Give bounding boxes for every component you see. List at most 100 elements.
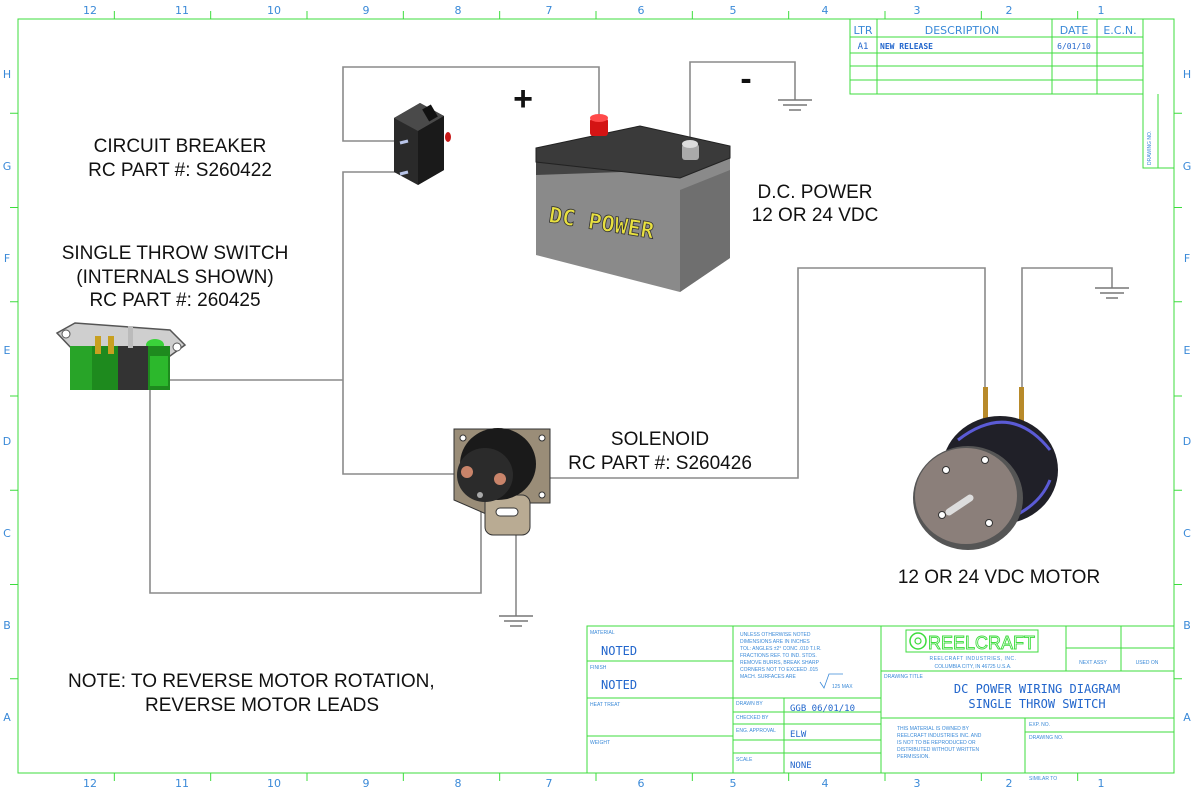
solenoid-image — [453, 428, 551, 536]
tolerance-line: UNLESS OTHERWISE NOTED — [740, 632, 811, 638]
finish-value: NOTED — [601, 678, 637, 692]
row-label: A — [3, 711, 11, 724]
col-label: 3 — [914, 777, 921, 790]
ownership-line: DISTRIBUTED WITHOUT WRITTEN — [897, 747, 980, 753]
col-label: 5 — [730, 4, 737, 17]
minus-sign: - — [740, 60, 751, 98]
motor-label: 12 OR 24 VDC MOTOR — [898, 567, 1100, 588]
col-label: 10 — [267, 4, 281, 17]
finish-mark: 125 MAX — [832, 684, 853, 690]
rev-date: 6/01/10 — [1057, 42, 1091, 51]
material-value: NOTED — [601, 644, 637, 658]
motor-image — [913, 387, 1058, 550]
col-label: 11 — [175, 4, 189, 17]
col-label: 7 — [546, 4, 553, 17]
tolerance-line: CORNERS NOT TO EXCEED .015 — [740, 667, 818, 673]
breaker-title: CIRCUIT BREAKER — [94, 136, 267, 157]
ownership-line: THIS MATERIAL IS OWNED BY — [897, 726, 970, 732]
column-labels-top: 12 11 10 9 8 7 6 5 4 3 2 1 — [83, 4, 1105, 17]
power-title: D.C. POWER — [757, 182, 872, 203]
solenoid-part-number: RC PART #: S260426 — [568, 453, 752, 474]
col-label: 1 — [1098, 4, 1105, 17]
row-label: B — [3, 619, 11, 632]
col-label: 8 — [455, 777, 462, 790]
drawing-title-line-2: SINGLE THROW SWITCH — [968, 697, 1105, 711]
column-labels-bottom: 12 11 10 9 8 7 6 5 4 3 2 1 — [83, 777, 1105, 790]
drawing-no-label: DRAWING NO. — [1029, 735, 1063, 741]
ownership-line: IS NOT TO BE REPRODUCED OR — [897, 740, 976, 746]
surface-finish-icon — [819, 673, 843, 689]
row-label: F — [1184, 252, 1190, 265]
rev-header: LTR — [854, 24, 873, 37]
switch-subtitle: (INTERNALS SHOWN) — [76, 267, 273, 288]
row-label: A — [1183, 711, 1191, 724]
checked-by-label: CHECKED BY — [736, 715, 769, 721]
row-label: H — [1183, 68, 1191, 81]
weight-label: WEIGHT — [590, 740, 610, 746]
rev-header: E.C.N. — [1103, 24, 1136, 37]
row-label: C — [1183, 527, 1191, 540]
note-line-1: NOTE: TO REVERSE MOTOR ROTATION, — [68, 671, 435, 692]
ground-symbol — [499, 615, 533, 627]
scale-label: SCALE — [736, 757, 753, 763]
col-label: 6 — [638, 4, 645, 17]
col-label: 4 — [822, 777, 829, 790]
finish-label: FINISH — [590, 665, 607, 671]
ground-symbol — [1095, 287, 1129, 299]
switch-title: SINGLE THROW SWITCH — [62, 243, 289, 264]
scale-value: NONE — [790, 761, 812, 771]
col-label: 12 — [83, 4, 97, 17]
col-label: 11 — [175, 777, 189, 790]
tolerance-line: DIMENSIONS ARE IN INCHES — [740, 639, 810, 645]
row-label: E — [1184, 344, 1191, 357]
tolerance-line: REMOVE BURRS, BREAK SHARP — [740, 660, 820, 666]
switch-part-number: RC PART #: 260425 — [89, 290, 260, 311]
row-label: G — [1183, 160, 1192, 173]
used-on-label: USED ON — [1136, 660, 1159, 666]
col-label: 1 — [1098, 777, 1105, 790]
logo-text: REELCRAFT — [928, 633, 1035, 653]
row-label: G — [3, 160, 12, 173]
row-label: C — [3, 527, 11, 540]
rev-description: NEW RELEASE — [880, 42, 933, 51]
col-label: 3 — [914, 4, 921, 17]
row-labels-right: H G F E D C B A — [1183, 68, 1192, 724]
circuit-breaker-image — [394, 103, 451, 185]
heat-treat-label: HEAT TREAT — [590, 702, 620, 708]
row-label: E — [4, 344, 11, 357]
row-label: B — [1183, 619, 1191, 632]
company-city: COLUMBIA CITY, IN 46725 U.S.A. — [935, 664, 1012, 670]
breaker-part-number: RC PART #: S260422 — [88, 160, 272, 181]
col-label: 12 — [83, 777, 97, 790]
rev-header: DATE — [1060, 24, 1089, 37]
drawing-no-side-label: DRAWING NO. — [1147, 131, 1153, 165]
row-labels-left: H G F E D C B A — [3, 68, 12, 724]
col-label: 2 — [1006, 777, 1013, 790]
ownership-line: REELCRAFT INDUSTRIES INC. AND — [897, 733, 982, 739]
tolerance-line: MACH. SURFACES ARE — [740, 674, 797, 680]
drawing-title-label: DRAWING TITLE — [884, 674, 924, 680]
material-label: MATERIAL — [590, 630, 615, 636]
drawn-by-value: GGB 06/01/10 — [790, 704, 855, 714]
col-label: 6 — [638, 777, 645, 790]
plus-sign: + — [513, 80, 533, 118]
col-label: 8 — [455, 4, 462, 17]
col-label: 2 — [1006, 4, 1013, 17]
row-label: H — [3, 68, 11, 81]
company-name: REELCRAFT INDUSTRIES, INC. — [929, 656, 1016, 662]
similar-to-label: SIMILAR TO — [1029, 776, 1057, 782]
battery-image: DC POWER — [535, 114, 731, 292]
revision-block: LTR DESCRIPTION DATE E.C.N. A1 NEW RELEA… — [849, 19, 1174, 169]
ownership-line: PERMISSION. — [897, 754, 930, 760]
note-line-2: REVERSE MOTOR LEADS — [145, 695, 379, 716]
rev-header: DESCRIPTION — [925, 24, 999, 37]
col-label: 4 — [822, 4, 829, 17]
drawing-title-line-1: DC POWER WIRING DIAGRAM — [954, 682, 1120, 696]
row-label: D — [3, 435, 11, 448]
rev-letter: A1 — [858, 42, 869, 52]
col-label: 10 — [267, 777, 281, 790]
eng-approval-label: ENG. APPROVAL — [736, 728, 776, 734]
solenoid-title: SOLENOID — [611, 429, 709, 450]
eng-approval-value: ELW — [790, 730, 807, 740]
